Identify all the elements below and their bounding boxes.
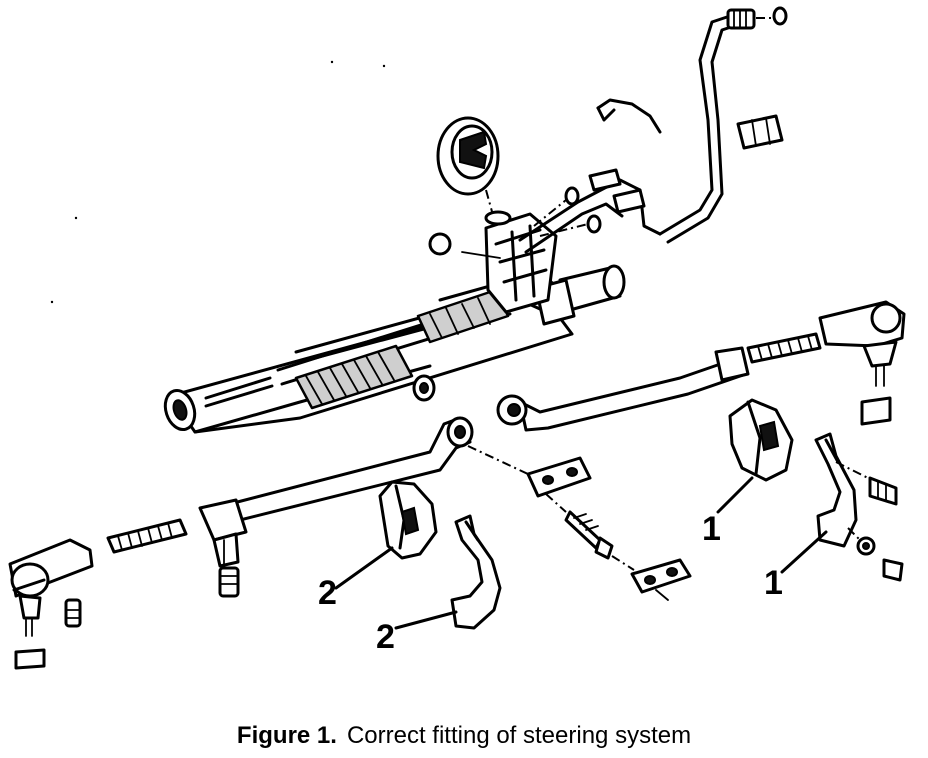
figure-label: Figure 1.	[236, 722, 337, 749]
callout-label-1-lower: 1	[764, 564, 783, 602]
right-bushing	[728, 398, 794, 482]
callout-label-1-upper: 1	[702, 510, 721, 548]
figure-caption-text: Correct fitting of steering system	[346, 722, 692, 749]
hydraulic-lines	[518, 14, 736, 254]
scan-specks	[50, 60, 386, 304]
left-clamp-bracket	[450, 514, 502, 630]
callout-label-2-upper: 2	[318, 574, 337, 612]
rack-right-end	[534, 264, 626, 326]
left-adjuster-threaded	[106, 518, 188, 554]
left-bushing	[378, 480, 438, 560]
callout-leaders	[334, 476, 828, 630]
right-tie-rod	[496, 346, 750, 432]
pinion-cap	[436, 116, 512, 227]
valve-body	[428, 212, 558, 314]
figure-caption: Figure 1. Correct fitting of steering sys…	[0, 722, 928, 750]
right-tie-rod-end	[818, 300, 906, 426]
left-tie-rod-end	[8, 538, 94, 670]
left-tie-rod	[198, 374, 474, 598]
top-fittings	[533, 6, 788, 237]
rack-bellows	[294, 288, 510, 410]
left-mounting-plate	[467, 445, 692, 601]
right-clamp-bracket	[814, 432, 904, 582]
callout-label-2-lower: 2	[376, 618, 395, 656]
right-adjuster-threaded	[746, 332, 822, 364]
